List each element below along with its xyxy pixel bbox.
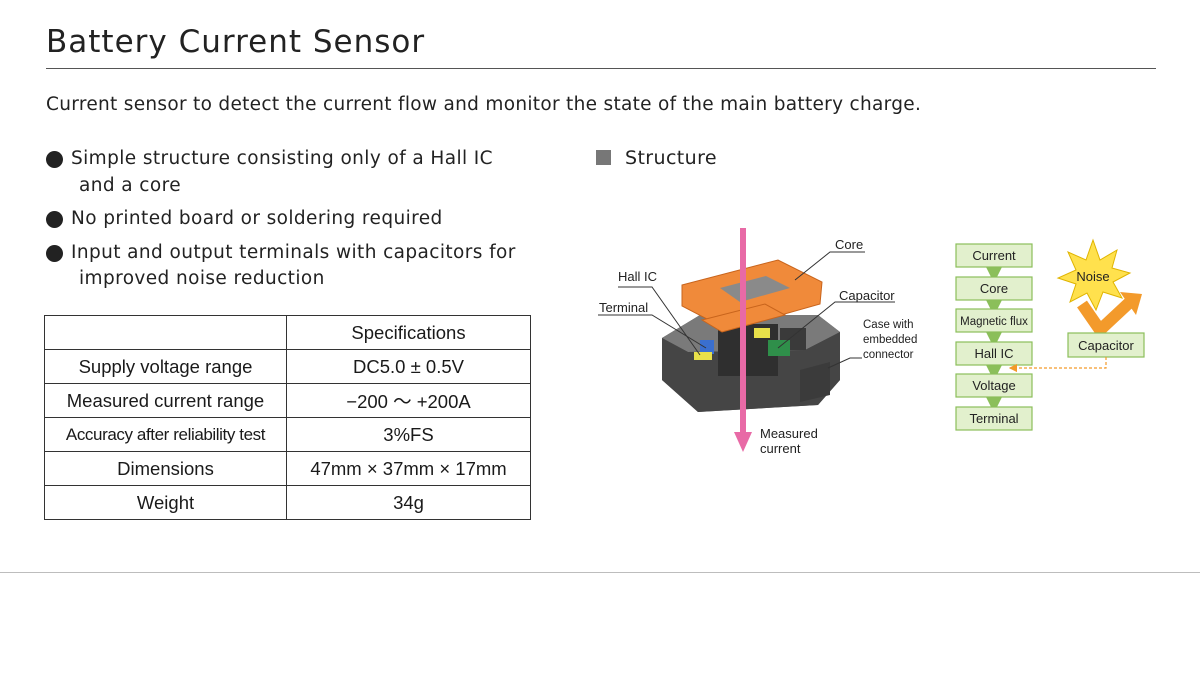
page-subtitle: Current sensor to detect the current flo… — [46, 94, 922, 115]
spec-value: −200 〜 +200A — [286, 383, 531, 418]
structure-heading-text: Structure — [625, 147, 717, 169]
feature-text-continued: and a core — [79, 174, 181, 196]
flow-label-hall-ic: Hall IC — [974, 346, 1013, 361]
label-case-line2: embedded — [863, 334, 917, 346]
table-row: Supply voltage range DC5.0 ± 0.5V — [44, 349, 531, 384]
spec-label: Measured current range — [44, 383, 287, 418]
flow-label-current: Current — [972, 248, 1016, 263]
noise-deflect-arrow — [1077, 292, 1142, 336]
capacitor-dashed-link — [1008, 357, 1107, 373]
flow-box-magnetic-flux — [955, 308, 1033, 333]
spec-value: 34g — [286, 485, 531, 520]
feature-item: No printed board or soldering required — [46, 206, 566, 233]
title-divider — [46, 68, 1156, 69]
flow-label-magnetic-flux: Magnetic flux — [960, 316, 1028, 328]
table-row: Dimensions 47mm × 37mm × 17mm — [44, 451, 531, 486]
table-row: Accuracy after reliability test 3%FS — [44, 417, 531, 452]
page-title: Battery Current Sensor — [46, 24, 426, 60]
flow-box-current — [955, 243, 1033, 268]
spec-label: Accuracy after reliability test — [44, 417, 287, 452]
signal-flow-chart: Current Core Magnetic flux Hall IC Volta… — [955, 243, 1033, 431]
capacitor-box-label: Capacitor — [1078, 338, 1134, 353]
label-hall-ic: Hall IC — [618, 269, 657, 284]
structure-diagram: Core Hall IC Terminal Capacitor Case wit… — [598, 228, 1145, 456]
square-bullet-icon — [596, 150, 611, 165]
flow-box-voltage — [955, 373, 1033, 398]
spec-value: 3%FS — [286, 417, 531, 452]
bullet-icon — [46, 151, 63, 168]
flow-label-core: Core — [980, 281, 1008, 296]
sensor-illustration — [662, 315, 840, 412]
specifications-table: Specifications Supply voltage range DC5.… — [44, 315, 531, 520]
measured-current-arrow — [734, 228, 752, 452]
label-measured-line2: current — [760, 441, 801, 456]
spec-label: Supply voltage range — [44, 349, 287, 384]
label-terminal: Terminal — [599, 300, 648, 315]
flow-box-terminal — [955, 406, 1033, 431]
table-row: Measured current range −200 〜 +200A — [44, 383, 531, 418]
capacitor-box — [1067, 332, 1145, 358]
feature-item: Input and output terminals with capacito… — [46, 240, 566, 293]
leader-lines — [598, 251, 895, 369]
spec-value: 47mm × 37mm × 17mm — [286, 451, 531, 486]
footer-divider — [0, 572, 1200, 573]
flow-box-core — [955, 276, 1033, 301]
table-header-blank — [44, 315, 287, 350]
label-case-line1: Case with — [863, 319, 914, 331]
spec-label: Dimensions — [44, 451, 287, 486]
feature-item: Simple structure consisting only of a Ha… — [46, 146, 566, 199]
table-header: Specifications — [286, 315, 531, 350]
flow-box-hall-ic — [955, 341, 1033, 366]
flow-label-voltage: Voltage — [972, 378, 1015, 393]
feature-text-continued: improved noise reduction — [79, 268, 325, 289]
bullet-icon — [46, 211, 63, 228]
feature-text: Input and output terminals with capacito… — [71, 241, 516, 263]
feature-list: Simple structure consisting only of a Ha… — [46, 146, 566, 300]
bullet-icon — [46, 244, 63, 262]
table-row: Weight 34g — [44, 485, 531, 520]
structure-heading: Structure — [596, 147, 717, 169]
spec-label: Weight — [44, 485, 287, 520]
label-case-line3: connector — [863, 349, 914, 361]
label-capacitor: Capacitor — [839, 288, 895, 303]
label-core: Core — [835, 237, 863, 252]
flow-label-terminal: Terminal — [969, 411, 1018, 426]
spec-value: DC5.0 ± 0.5V — [286, 349, 531, 384]
noise-burst-icon: Noise — [1056, 238, 1132, 312]
feature-text: Simple structure consisting only of a Ha… — [71, 148, 493, 169]
noise-label: Noise — [1076, 269, 1109, 284]
table-header-row: Specifications — [44, 315, 531, 350]
feature-text: No printed board or soldering required — [71, 208, 443, 229]
label-measured-line1: Measured — [760, 426, 818, 441]
